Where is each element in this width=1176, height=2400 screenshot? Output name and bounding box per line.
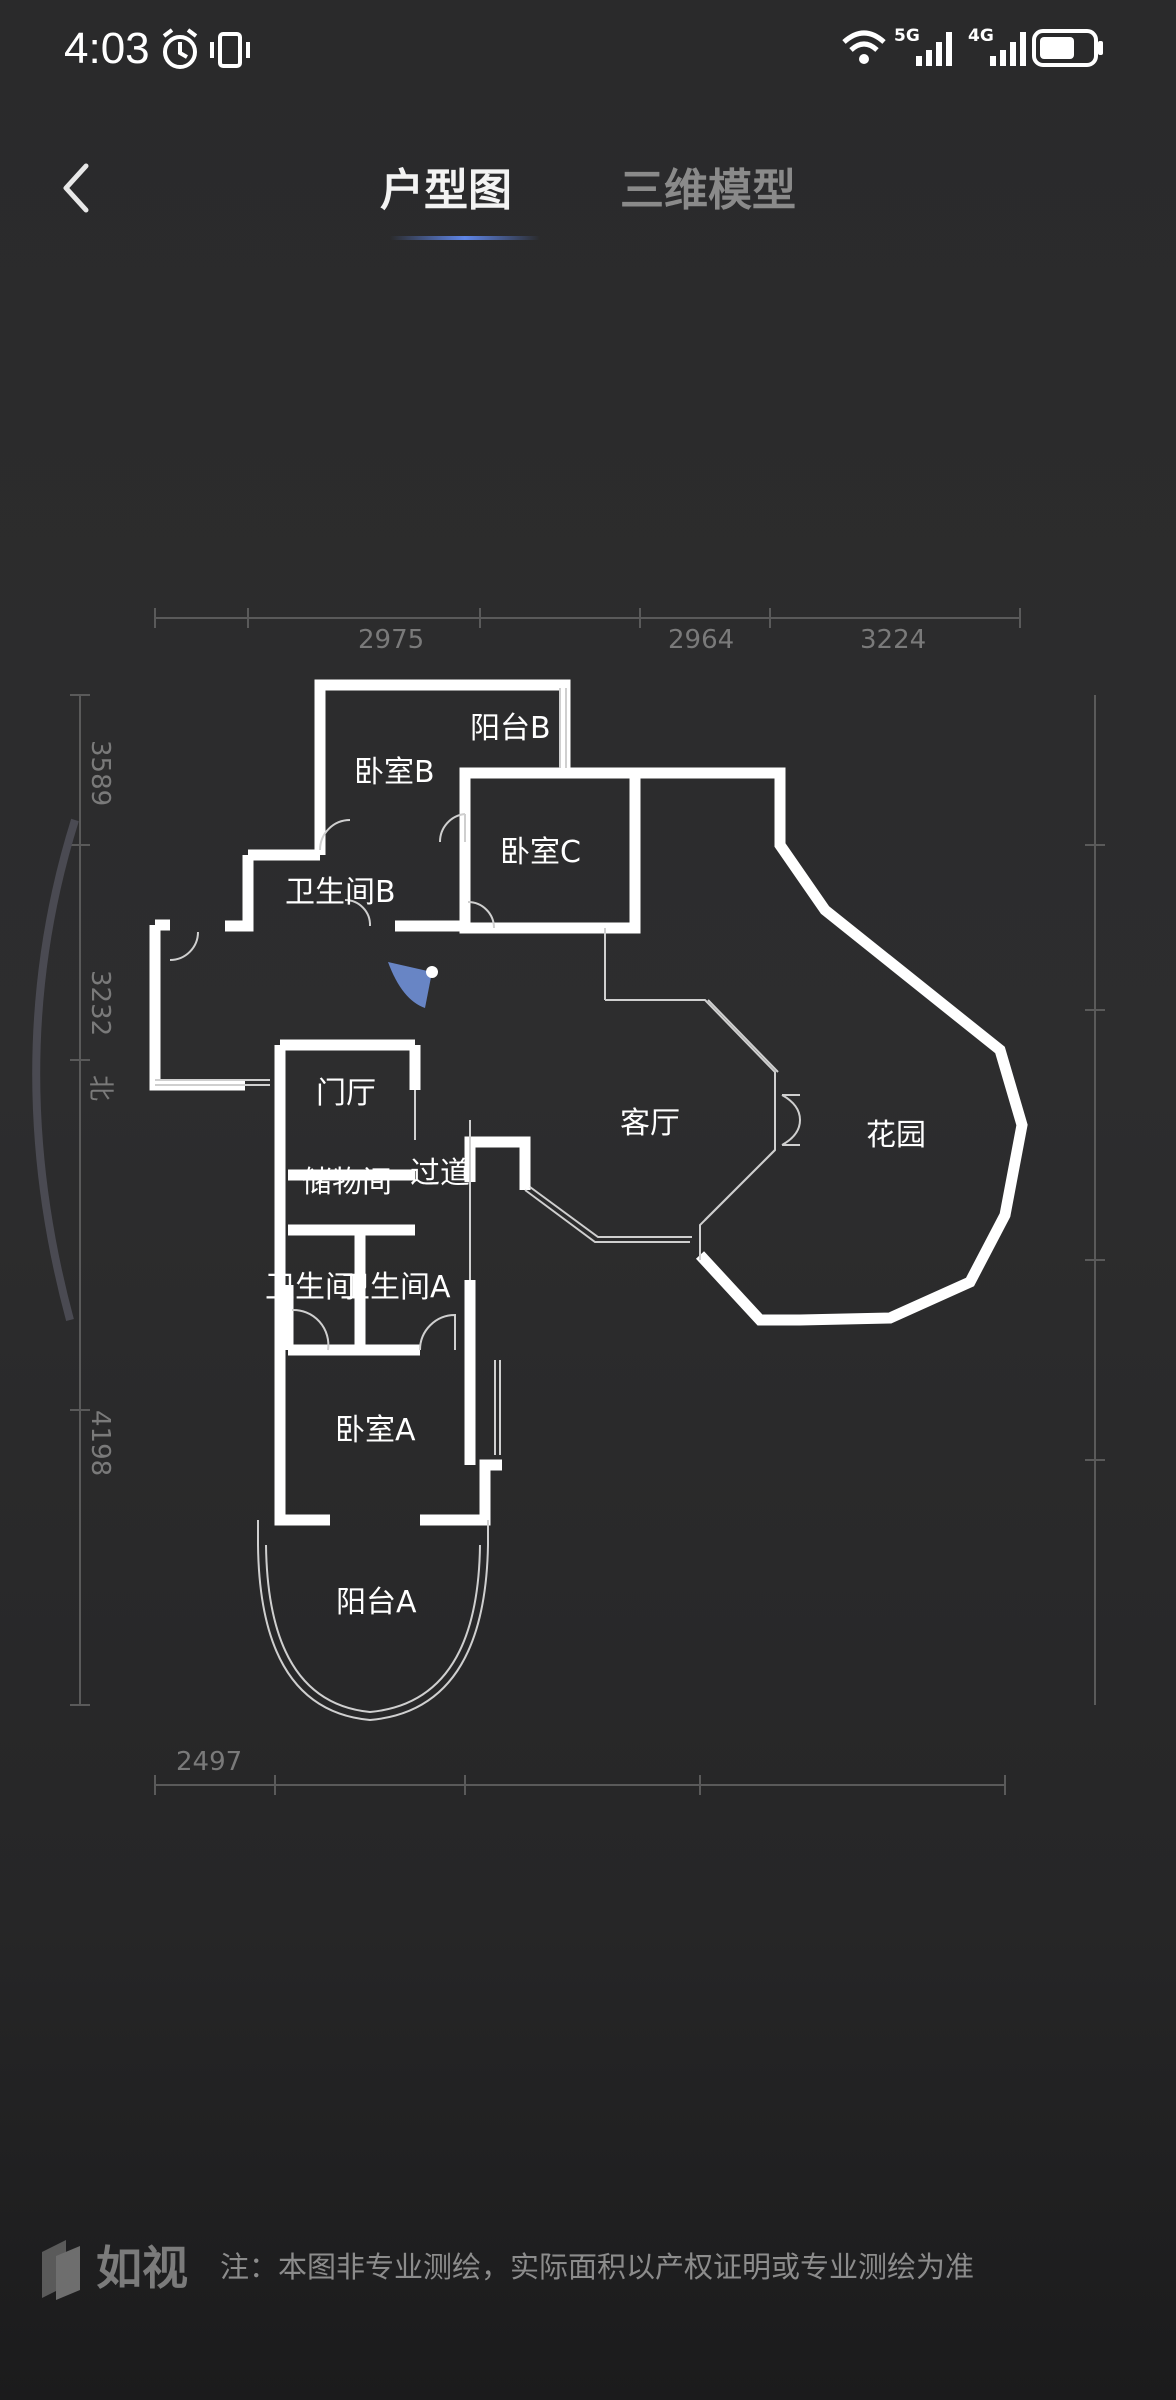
dimension-top-3: 3224 bbox=[860, 625, 926, 655]
network-label-5g: 5G bbox=[894, 26, 920, 46]
status-bar: 4:03 5G 4G bbox=[0, 0, 1176, 100]
dimension-top-1: 2975 bbox=[358, 625, 424, 655]
dimension-left-2: 3232 bbox=[85, 970, 115, 1036]
tab-3d-model[interactable]: 三维模型 bbox=[620, 165, 796, 216]
room-label-bedroom-b[interactable]: 卧室B bbox=[354, 755, 435, 790]
camera-position-dot bbox=[426, 966, 438, 978]
dimension-bottom: 2497 bbox=[176, 1747, 242, 1777]
logo-text: 如视 bbox=[96, 2241, 188, 2295]
nav-header: 户型图 三维模型 bbox=[0, 140, 1176, 250]
room-label-bathroom[interactable]: 卫生间 bbox=[265, 1270, 355, 1305]
room-label-bedroom-c[interactable]: 卧室C bbox=[500, 835, 581, 870]
floorplan-drawing[interactable]: 2975 2964 3224 2497 3589 3232 4198 北 bbox=[0, 560, 1176, 1820]
dimension-left-3: 4198 bbox=[85, 1410, 115, 1476]
status-time: 4:03 bbox=[64, 24, 150, 73]
camera-view-cone[interactable] bbox=[388, 962, 432, 1008]
compass-arc bbox=[32, 818, 79, 1322]
network-label-4g: 4G bbox=[968, 26, 994, 46]
dimension-left-1: 3589 bbox=[85, 740, 115, 806]
signal-5g-icon: 5G bbox=[894, 26, 958, 70]
tab-active-indicator bbox=[390, 236, 540, 240]
room-label-storage[interactable]: 储物间 bbox=[302, 1165, 392, 1200]
tab-floorplan[interactable]: 户型图 bbox=[380, 165, 512, 216]
windows-and-doors bbox=[155, 688, 801, 1722]
logo-icon bbox=[42, 2240, 80, 2300]
dimension-top-2: 2964 bbox=[668, 625, 734, 655]
room-label-foyer[interactable]: 门厅 bbox=[316, 1076, 376, 1111]
footer-disclaimer: 如视 注：本图非专业测绘，实际面积以产权证明或专业测绘为准 bbox=[36, 2232, 1146, 2312]
room-label-balcony-a[interactable]: 阳台A bbox=[336, 1585, 417, 1620]
alarm-icon bbox=[162, 28, 198, 69]
disclaimer-text: 注：本图非专业测绘，实际面积以产权证明或专业测绘为准 bbox=[220, 2250, 975, 2284]
walls bbox=[149, 679, 1028, 1526]
compass-north-label: 北 bbox=[85, 1075, 115, 1101]
room-label-bathroom-a[interactable]: 卫生间A bbox=[340, 1270, 451, 1305]
battery-icon bbox=[1032, 29, 1103, 67]
room-label-garden[interactable]: 花园 bbox=[866, 1118, 926, 1153]
room-label-hallway[interactable]: 过道 bbox=[410, 1156, 470, 1191]
signal-4g-icon: 4G bbox=[968, 26, 1032, 70]
vibrate-icon bbox=[210, 32, 250, 68]
room-label-bathroom-b[interactable]: 卫生间B bbox=[285, 875, 396, 910]
room-label-balcony-b[interactable]: 阳台B bbox=[470, 711, 551, 746]
chevron-left-icon[interactable] bbox=[58, 158, 98, 218]
room-label-bedroom-a[interactable]: 卧室A bbox=[335, 1413, 416, 1448]
dimension-lines bbox=[70, 608, 1105, 1795]
room-label-living-room[interactable]: 客厅 bbox=[620, 1106, 680, 1141]
wifi-icon bbox=[842, 30, 886, 64]
